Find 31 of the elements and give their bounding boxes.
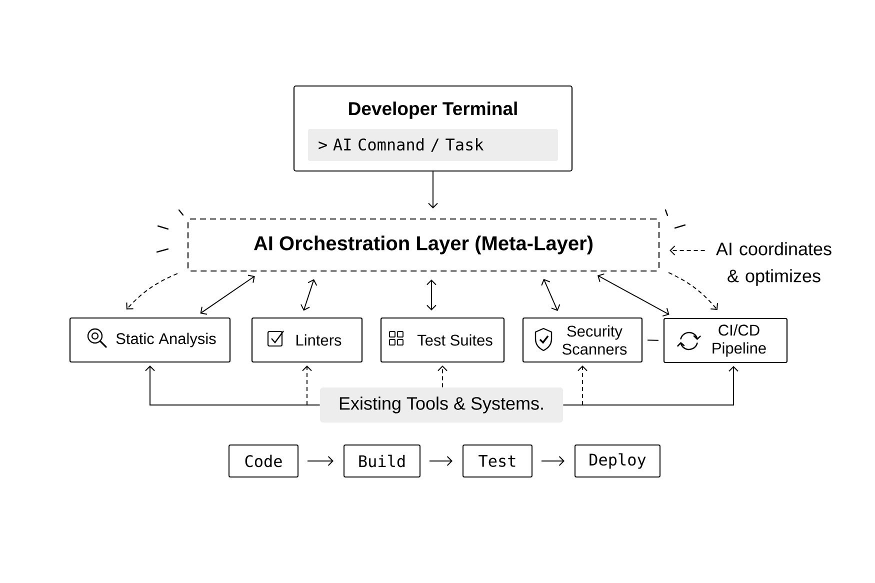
double-arrow (597, 273, 670, 317)
tool-box: Security Scanners (522, 317, 643, 363)
dashed-arrow (578, 366, 588, 406)
stage-box: Deploy (574, 444, 660, 478)
arrow (307, 456, 334, 466)
double-arrow (541, 278, 560, 312)
dashed-arrow (126, 273, 178, 310)
tool-box: Static Analysis (69, 317, 231, 363)
stage-box: Build (344, 444, 420, 478)
double-arrow (200, 274, 255, 315)
arrow (428, 171, 438, 208)
dashed-arrow (438, 366, 448, 388)
command-field: > AI Comnand / Task (308, 129, 558, 161)
tool-box: Linters (251, 317, 363, 363)
arrow (562, 366, 738, 406)
dashed-arrow (668, 272, 718, 310)
arrow (429, 456, 452, 466)
dashed-box: AI Orchestration Layer (Meta-Layer) (187, 218, 660, 272)
arrow (145, 366, 320, 406)
annotation: AI coordinates & optimizes (716, 242, 832, 286)
dashed-arrow (302, 366, 312, 406)
stage-box: Test (462, 444, 532, 478)
tool-box: Test Suites (380, 317, 505, 363)
double-arrow (300, 279, 318, 311)
connector-line (647, 340, 659, 341)
arrow (541, 456, 564, 466)
dashed-arrow (670, 246, 706, 256)
stage-box: Code (228, 444, 298, 478)
tool-box: CI/CD Pipeline (663, 318, 788, 364)
caption-box: Existing Tools & Systems. (320, 388, 563, 422)
double-arrow (426, 280, 436, 310)
